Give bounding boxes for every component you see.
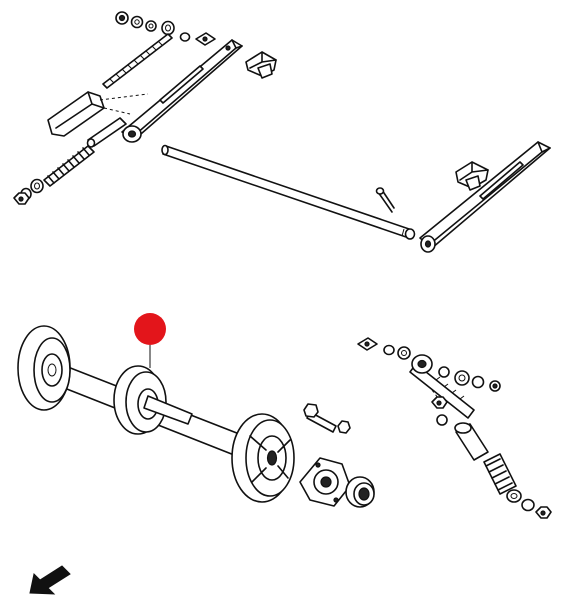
upper-linkage-assembly [13, 11, 551, 253]
lower-right-hardware [357, 337, 552, 519]
left-lever-arm [121, 39, 243, 143]
split-pin [375, 187, 395, 213]
pivot-pin [86, 117, 127, 148]
right-lever-arm [419, 141, 551, 253]
bearing-bush [345, 476, 375, 508]
red-marker-dot [134, 313, 166, 345]
threaded-rod [102, 33, 173, 89]
left-end-wheel [17, 325, 71, 411]
hex-bolt-and-nut [303, 403, 351, 434]
lower-roller-assembly [17, 313, 552, 519]
wing-clamp-upper [245, 51, 277, 79]
wing-clamp-right [455, 161, 489, 191]
mounting-bracket [47, 91, 149, 137]
spring-nut-washer-set [13, 178, 44, 205]
highlight-marker [134, 313, 166, 368]
compression-spring [43, 145, 95, 187]
middle-roller-disc [113, 365, 193, 435]
connecting-rod [161, 144, 416, 240]
bearing-flange [299, 457, 351, 507]
direction-arrow-icon [29, 565, 71, 595]
right-end-wheel [231, 413, 295, 503]
